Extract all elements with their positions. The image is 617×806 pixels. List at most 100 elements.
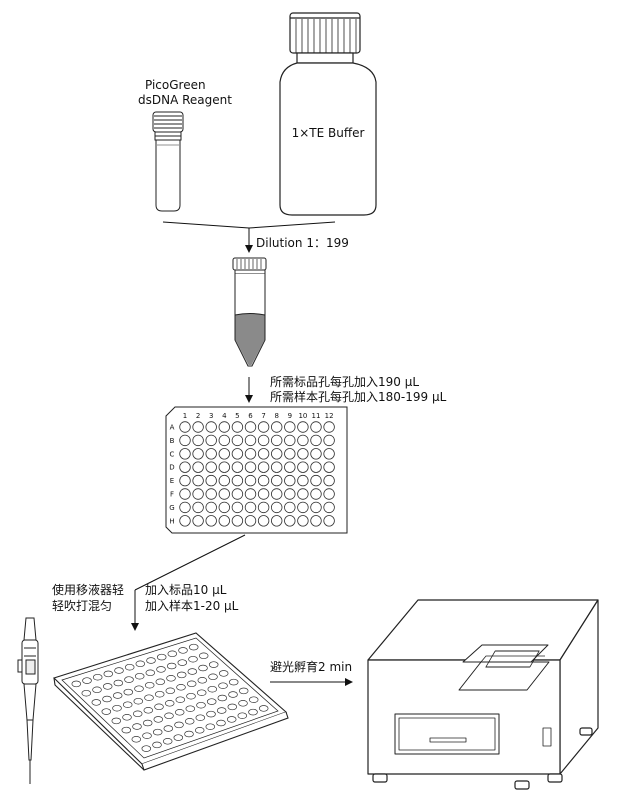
angled-plate-wells	[71, 643, 269, 752]
plate-column-label: 6	[248, 412, 253, 420]
angled-plate-well	[124, 676, 134, 683]
plate-well	[257, 515, 270, 527]
plate-column-label: 7	[261, 412, 265, 420]
angled-plate-well	[146, 657, 156, 664]
angled-plate-well	[134, 672, 145, 680]
plate-well	[257, 461, 270, 473]
reagent-label-line2: dsDNA Reagent	[138, 93, 232, 107]
angled-plate-well	[208, 661, 219, 668]
plate-well	[179, 501, 191, 514]
angled-plate-well	[174, 709, 185, 716]
angled-plate-well	[152, 728, 163, 736]
plate-column-label: 4	[222, 412, 227, 420]
angled-plate-well	[142, 732, 152, 739]
plate-row-label: B	[170, 437, 175, 445]
plate-column-label: 5	[235, 412, 239, 420]
plate-well	[271, 501, 283, 514]
plate-row-label: H	[169, 517, 174, 525]
angled-plate-well	[238, 700, 248, 707]
angled-plate-well	[153, 716, 164, 723]
angled-plate-well	[176, 684, 186, 691]
plate-column-label: 11	[312, 412, 321, 420]
angled-plate-well	[228, 691, 238, 698]
add-label-line1: 加入标品10 μL	[145, 583, 227, 597]
angled-plate-well	[218, 670, 229, 677]
plate-well	[284, 515, 296, 527]
plate-well	[323, 488, 335, 500]
plate-column-label: 2	[196, 412, 200, 420]
angled-plate-well	[142, 719, 153, 727]
angled-plate-well	[184, 730, 194, 738]
plate-well	[218, 474, 231, 487]
angled-plate-well	[238, 687, 249, 695]
plate-well	[297, 461, 309, 473]
plate-well	[257, 501, 270, 514]
plate-well	[244, 515, 257, 527]
angled-plate-well	[176, 671, 187, 679]
plate-well	[323, 515, 335, 527]
plate-well	[218, 421, 231, 433]
angled-plate-well	[163, 725, 174, 732]
angled-plate-well	[102, 695, 112, 703]
plate-well	[297, 515, 309, 527]
angled-plate-well	[103, 670, 114, 678]
angled-plate-well	[177, 659, 188, 666]
plate-well	[205, 448, 217, 460]
microplate-reader-icon	[367, 599, 599, 790]
plate-column-label: 12	[325, 412, 334, 420]
angled-plate-well	[187, 668, 198, 675]
angled-plate-well	[102, 683, 113, 690]
plate-well	[271, 461, 283, 473]
plate-well	[257, 474, 270, 487]
plate-well	[231, 515, 244, 527]
angled-plate-well	[92, 686, 102, 694]
angled-plate-well	[167, 650, 178, 658]
plate-well	[271, 488, 283, 500]
angled-plate-well	[174, 721, 184, 729]
angled-plate-well	[154, 703, 164, 711]
plate-well	[297, 474, 309, 487]
well-plate-angled-icon	[52, 632, 289, 771]
plate-well	[192, 474, 204, 487]
plate-well	[310, 515, 322, 527]
plate-well	[192, 421, 204, 433]
angled-plate-well	[166, 675, 176, 682]
plate-well	[284, 474, 296, 487]
angled-plate-well	[188, 655, 198, 663]
angled-plate-well	[217, 694, 228, 702]
plate-well	[231, 434, 244, 447]
plate-well	[205, 461, 217, 473]
plate-well	[218, 501, 231, 514]
angled-plate-well	[198, 652, 209, 660]
plate-well	[244, 434, 257, 447]
angled-plate-well	[184, 718, 195, 725]
plate-well	[231, 488, 244, 500]
angled-plate-well	[141, 745, 152, 752]
angled-plate-well	[154, 690, 165, 698]
angled-plate-well	[175, 696, 186, 703]
angled-plate-well	[248, 708, 258, 716]
angled-plate-well	[207, 685, 218, 693]
angled-plate-well	[81, 689, 92, 697]
plate-well	[284, 434, 296, 447]
angled-plate-well	[206, 698, 217, 705]
plate-row-label: F	[170, 491, 174, 499]
plate-well	[231, 421, 244, 433]
buffer-label: 1×TE Buffer	[292, 126, 365, 140]
angled-plate-well	[237, 712, 248, 719]
angled-plate-well	[178, 647, 188, 654]
angled-plate-well	[114, 667, 124, 674]
pipette-icon	[17, 617, 39, 784]
plate-well	[271, 474, 283, 487]
plate-well	[257, 434, 270, 447]
plate-well	[218, 515, 231, 527]
angled-plate-well	[166, 662, 177, 670]
merge-line-right	[248, 221, 336, 229]
angled-plate-well	[164, 700, 175, 707]
angled-plate-well	[112, 704, 122, 712]
angled-plate-well	[124, 663, 135, 671]
plate-well	[323, 501, 335, 514]
plate-well	[179, 448, 191, 460]
plate-column-label: 9	[288, 412, 292, 420]
plate-well	[310, 434, 322, 447]
